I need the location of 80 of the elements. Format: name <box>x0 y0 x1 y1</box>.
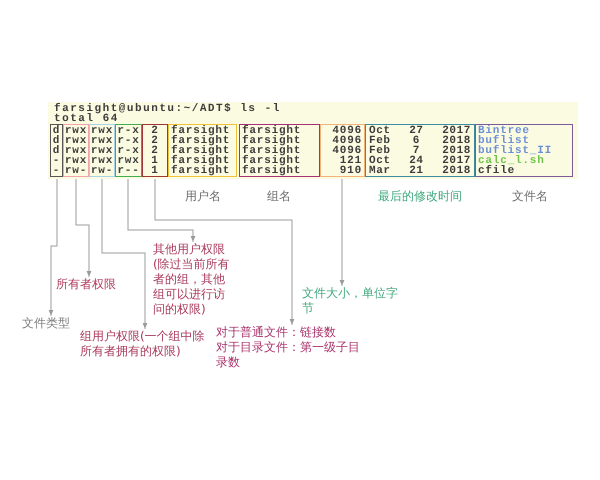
column-outline <box>115 124 142 177</box>
terminal-text: rwx <box>64 146 88 156</box>
terminal-text: farsight <box>242 146 302 156</box>
terminal-text: farsight <box>242 126 302 136</box>
leader-arrow <box>128 176 196 242</box>
terminal-text: rw- <box>64 166 88 176</box>
annotation-text: 其他用户权限(除过当前所有者的组，其他组可以进行访问的权限) <box>153 242 231 317</box>
terminal-text: Mar 21 2018 <box>369 166 471 176</box>
terminal-text: - <box>52 166 60 176</box>
column-outline <box>168 124 237 177</box>
column-outline <box>239 124 320 177</box>
terminal-text: farsight <box>171 126 230 136</box>
terminal-text: total 64 <box>54 114 119 124</box>
terminal-text: buflist <box>478 136 530 146</box>
terminal-text: 121 <box>340 156 362 166</box>
annotation-text: 对于普通文件：链接数 <box>216 325 337 340</box>
terminal-text: farsight@ubuntu:~/ADT$ ls -l <box>54 104 281 114</box>
terminal-text: rwx <box>64 136 88 146</box>
column-outline <box>475 124 573 177</box>
terminal-text: rwx <box>64 156 88 166</box>
terminal-text: 1 <box>151 166 159 176</box>
leader-arrow <box>48 176 58 316</box>
terminal-text: 2 <box>151 146 159 156</box>
terminal-text: 4096 <box>332 146 362 156</box>
terminal-text: rwx <box>90 146 114 156</box>
terminal-text: rw- <box>90 166 114 176</box>
terminal-text: rwx <box>90 136 114 146</box>
leader-arrow <box>102 176 148 330</box>
column-caption: 最后的修改时间 <box>378 189 462 204</box>
terminal-text: r-x <box>117 136 140 146</box>
terminal-text: farsight <box>242 166 302 176</box>
terminal-text: r-- <box>117 166 140 176</box>
leader-arrow <box>154 176 294 326</box>
terminal-text: d <box>52 136 60 146</box>
column-outline <box>89 124 115 177</box>
column-outline <box>365 124 475 177</box>
terminal-text: 4096 <box>332 126 362 136</box>
annotation-text: 组用户权限(一个组中除所有者拥有的权限) <box>80 329 207 359</box>
terminal-text: farsight <box>171 136 230 146</box>
terminal-text: 910 <box>340 166 362 176</box>
column-caption: 文件名 <box>512 189 548 204</box>
terminal-text: farsight <box>171 146 230 156</box>
terminal-text: farsight <box>171 156 230 166</box>
terminal-text: farsight <box>171 166 230 176</box>
leader-arrow <box>76 176 92 278</box>
column-outline <box>63 124 89 177</box>
terminal-text: 1 <box>151 156 159 166</box>
terminal-text: 4096 <box>332 136 362 146</box>
terminal-text: - <box>52 156 60 166</box>
annotation-text: 文件大小，单位字节 <box>302 286 400 316</box>
terminal-text: rwx <box>64 126 88 136</box>
terminal-text: r-x <box>117 126 140 136</box>
leader-arrow <box>340 176 344 286</box>
terminal-text: rwx <box>90 126 114 136</box>
column-outline <box>142 124 168 177</box>
terminal-text: rwx <box>90 156 114 166</box>
column-caption: 组名 <box>267 189 291 204</box>
terminal-text: cfile <box>478 166 516 176</box>
terminal-text: buflist_II <box>478 146 552 156</box>
terminal-text: calc_l.sh <box>478 156 545 166</box>
terminal-text: farsight <box>242 136 302 146</box>
terminal-text: Oct 24 2017 <box>369 156 471 166</box>
terminal-text: Bintree <box>478 126 530 136</box>
annotation-text: 文件类型 <box>22 316 70 331</box>
column-outline <box>320 124 365 177</box>
terminal-text: r-x <box>117 146 140 156</box>
terminal-text: Feb 7 2018 <box>369 146 471 156</box>
annotation-text: 对于目录文件：第一级子目录数 <box>216 340 361 370</box>
terminal-text: 2 <box>151 136 159 146</box>
terminal-text: d <box>52 146 60 156</box>
annotation-text: 所有者权限 <box>56 277 116 292</box>
column-outline <box>50 124 63 177</box>
terminal-text: 2 <box>151 126 159 136</box>
terminal-text: d <box>52 126 60 136</box>
column-caption: 用户名 <box>185 189 221 204</box>
terminal-panel <box>48 102 578 179</box>
terminal-text: farsight <box>242 156 302 166</box>
terminal-text: rwx <box>117 156 140 166</box>
terminal-text: Feb 6 2018 <box>369 136 471 146</box>
terminal-text: Oct 27 2017 <box>369 126 471 136</box>
